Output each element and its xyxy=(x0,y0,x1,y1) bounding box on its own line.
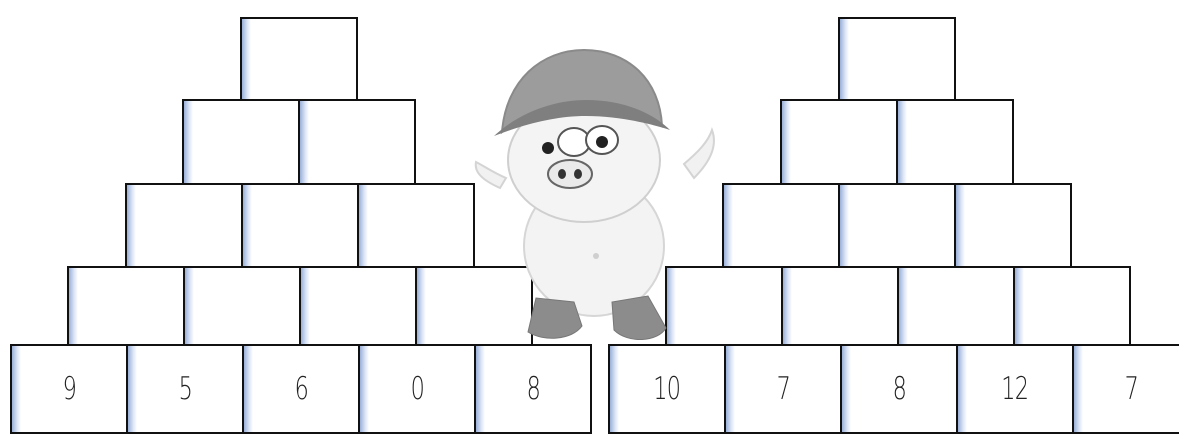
pyramid-cell-empty[interactable] xyxy=(780,99,898,185)
pyramid-cell-empty[interactable] xyxy=(896,99,1014,185)
pyramid-cell-empty[interactable] xyxy=(897,266,1015,348)
pyramid-base-cell: 10 xyxy=(608,344,726,434)
pyramid-cell-empty[interactable] xyxy=(954,183,1072,268)
pyramid-base-cell: 7 xyxy=(724,344,842,434)
base-value: 10 xyxy=(654,371,681,407)
pyramid-cell-empty[interactable] xyxy=(722,183,840,268)
pyramid-cell-empty[interactable] xyxy=(781,266,899,348)
pyramid-cell-empty[interactable] xyxy=(838,17,956,101)
base-value: 8 xyxy=(892,371,905,407)
base-value: 7 xyxy=(1124,371,1137,407)
pyramid-base-cell: 7 xyxy=(1072,344,1179,434)
base-value: 7 xyxy=(776,371,789,407)
pyramid-base-cell: 12 xyxy=(956,344,1074,434)
pyramid-cell-empty[interactable] xyxy=(838,183,956,268)
base-value: 12 xyxy=(1002,371,1029,407)
pig-explorer-icon xyxy=(462,40,722,350)
pyramid-cell-empty[interactable] xyxy=(1013,266,1131,348)
pyramid-base-cell: 8 xyxy=(840,344,958,434)
